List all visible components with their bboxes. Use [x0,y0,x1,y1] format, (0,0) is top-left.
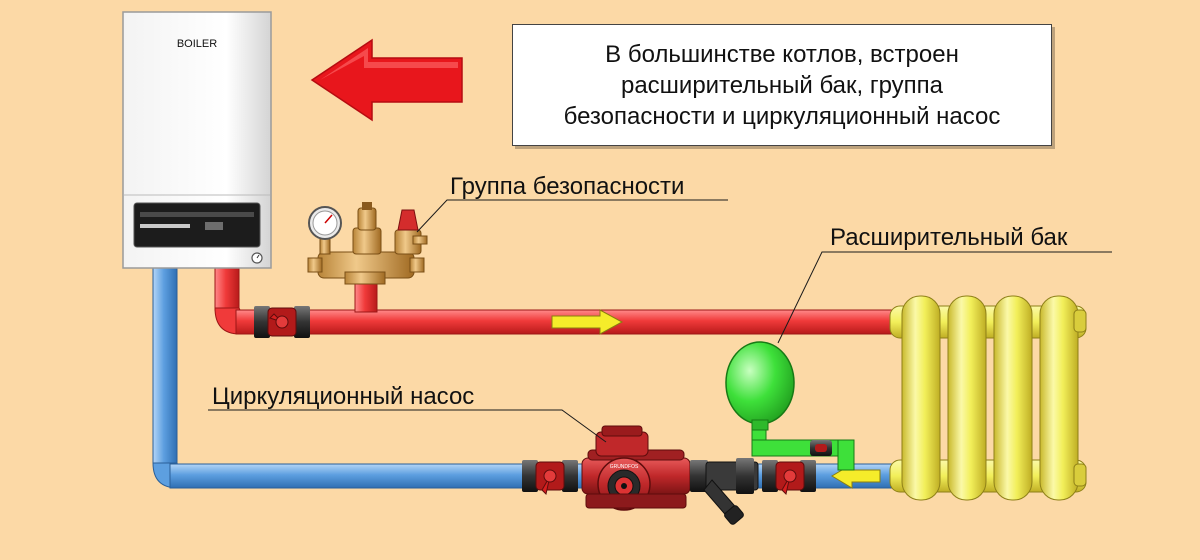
return-valve-right[interactable] [762,460,816,495]
leader-lines [208,199,1112,443]
label-expansion-tank: Расширительный бак [830,224,1068,251]
air-vent-icon [352,227,382,255]
info-note: В большинстве котлов, встроен расширител… [512,24,1052,146]
boiler: BOILER [122,11,272,269]
info-note-line-2: расширительный бак, группа [620,71,943,99]
supply-ball-valve[interactable] [254,306,310,338]
circulation-pump: GRUNDFOS [581,425,691,511]
label-safety-group: Группа безопасности [450,173,684,200]
return-valve-left[interactable] [522,460,578,495]
pump-brand: GRUNDFOS [610,464,639,470]
expansion-tank-icon [725,341,795,425]
strainer-filter [690,458,759,525]
info-note-line-1: В большинстве котлов, встроен [605,40,959,68]
info-note-line-3: безопасности и циркуляционный насос [563,102,1001,130]
expansion-tank-branch [725,341,855,471]
radiator [889,295,1087,501]
supply-flow-arrow-icon [551,309,624,335]
big-arrow-icon [310,38,463,122]
safety-valve-icon [397,209,419,231]
boiler-brand: BOILER [177,38,217,50]
safety-group [307,202,428,285]
label-circulation-pump: Циркуляционный насос [212,383,474,410]
